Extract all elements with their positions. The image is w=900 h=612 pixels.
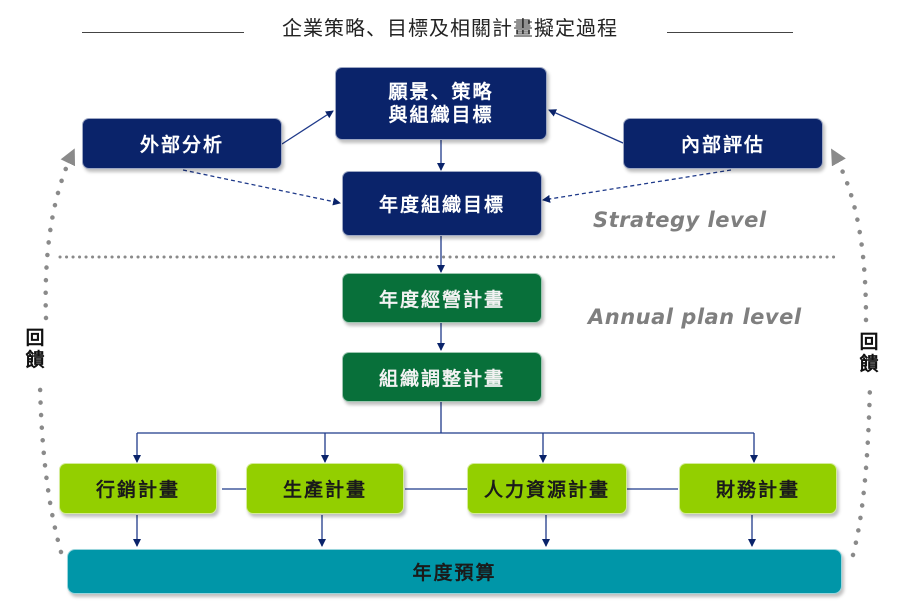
feedback-label-left: 回 饋 [24,327,46,371]
feedback-left-char-1: 回 [25,327,45,349]
annual-org-goal-box[interactable]: 年度組織目標 [342,171,542,236]
annual-budget-label: 年度預算 [412,562,497,584]
diagram-title: 企業策略、目標及相關計畫擬定過程 [282,16,618,40]
org-adjust-plan-box[interactable]: 組織調整計畫 [342,352,542,402]
annual-plan-level-label: Annual plan level [588,305,802,329]
feedback-left-char-2: 饋 [25,349,45,371]
annual-operating-plan-box[interactable]: 年度經營計畫 [342,273,542,323]
org-adjust-plan-label: 組織調整計畫 [378,367,505,390]
feedback-right-char-1: 回 [859,331,879,353]
strategy-level-label: Strategy level [593,208,767,232]
feedback-label-right: 回 饋 [858,331,880,375]
feedback-arc-right-bottom [850,382,873,558]
feedback-right-char-2: 饋 [859,353,879,375]
finance-plan-box[interactable]: 財務計畫 [679,463,837,514]
feedback-arc-left-top [43,148,76,321]
marketing-plan-label: 行銷計畫 [95,479,180,501]
arrow-internal-to-vision [548,109,624,144]
internal-assessment-label: 內部評估 [680,134,765,156]
production-plan-label: 生產計畫 [282,479,367,501]
finance-plan-label: 財務計畫 [715,479,800,501]
feedback-arc-left-bottom [37,382,64,555]
marketing-plan-box[interactable]: 行銷計畫 [59,463,217,514]
vision-line-2: 與組織目標 [388,103,494,126]
annual-operating-plan-label: 年度經營計畫 [378,288,505,311]
vision-line-1: 願景、策略 [388,80,494,103]
title-rule-left [82,32,244,33]
vision-strategy-goals-box[interactable]: 願景、策略 與組織目標 [335,67,547,140]
hr-plan-label: 人力資源計畫 [483,479,610,501]
external-analysis-box[interactable]: 外部分析 [82,118,282,169]
feedback-arc-right-top [830,148,869,323]
annual-org-goal-label: 年度組織目標 [378,194,505,216]
external-analysis-label: 外部分析 [139,134,224,156]
hr-plan-box[interactable]: 人力資源計畫 [467,463,627,514]
dashed-external-to-goal [182,169,341,206]
annual-budget-box[interactable]: 年度預算 [67,549,842,594]
dashed-internal-to-goal [542,169,732,203]
internal-assessment-box[interactable]: 內部評估 [623,118,823,169]
production-plan-box[interactable]: 生產計畫 [246,463,404,514]
arrow-external-to-vision [281,110,334,145]
title-rule-right [667,32,793,33]
